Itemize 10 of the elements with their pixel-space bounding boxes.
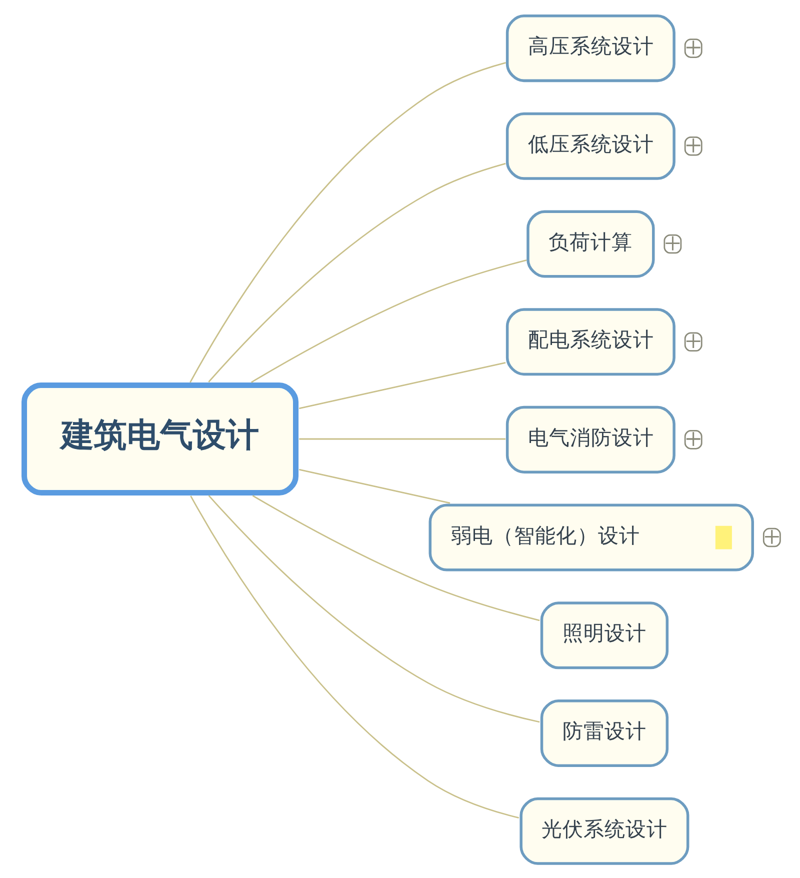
connector — [189, 62, 506, 383]
connector — [252, 495, 540, 622]
connector — [250, 260, 526, 383]
connector — [298, 362, 506, 410]
connector — [208, 495, 540, 723]
connector — [298, 468, 450, 504]
node-box: 建筑电气设计 — [21, 382, 298, 496]
connector — [208, 162, 506, 382]
connector — [190, 496, 518, 818]
connector — [298, 438, 506, 440]
